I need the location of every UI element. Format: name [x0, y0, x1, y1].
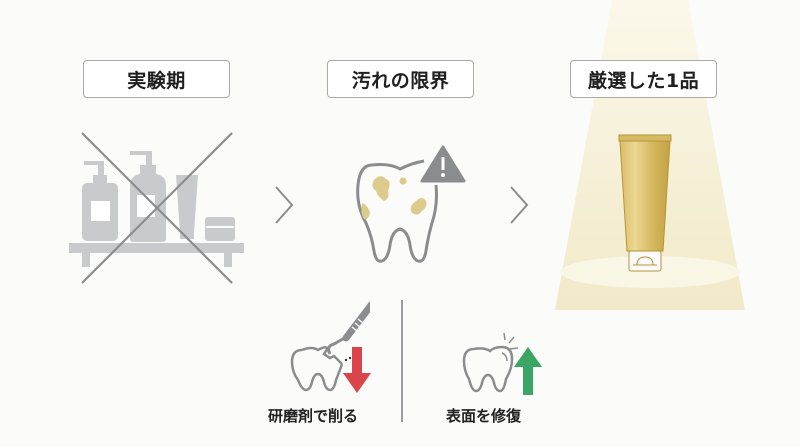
arrow-up-icon	[514, 347, 542, 395]
arrow-down-icon	[343, 347, 371, 393]
spotlight-gold-tube-icon	[618, 134, 672, 272]
stained-tooth-warning-icon	[356, 145, 466, 263]
chevron-right-icon	[510, 186, 529, 224]
step-title-selected-one: 厳選した1品	[570, 60, 717, 98]
tooth-scraper-icon	[290, 301, 370, 392]
divider	[401, 300, 403, 422]
shiny-tooth-icon	[462, 345, 514, 393]
caption-repair-surface: 表面を修復	[446, 407, 522, 425]
caption-abrasive: 研磨剤で削る	[268, 407, 359, 425]
step-title-stain-limit: 汚れの限界	[327, 60, 474, 98]
crossed-out-toiletries-icon	[69, 132, 244, 284]
shine-lines-icon	[503, 333, 519, 350]
step-title-experiment: 実験期	[83, 60, 230, 98]
chevron-right-icon	[275, 186, 294, 224]
